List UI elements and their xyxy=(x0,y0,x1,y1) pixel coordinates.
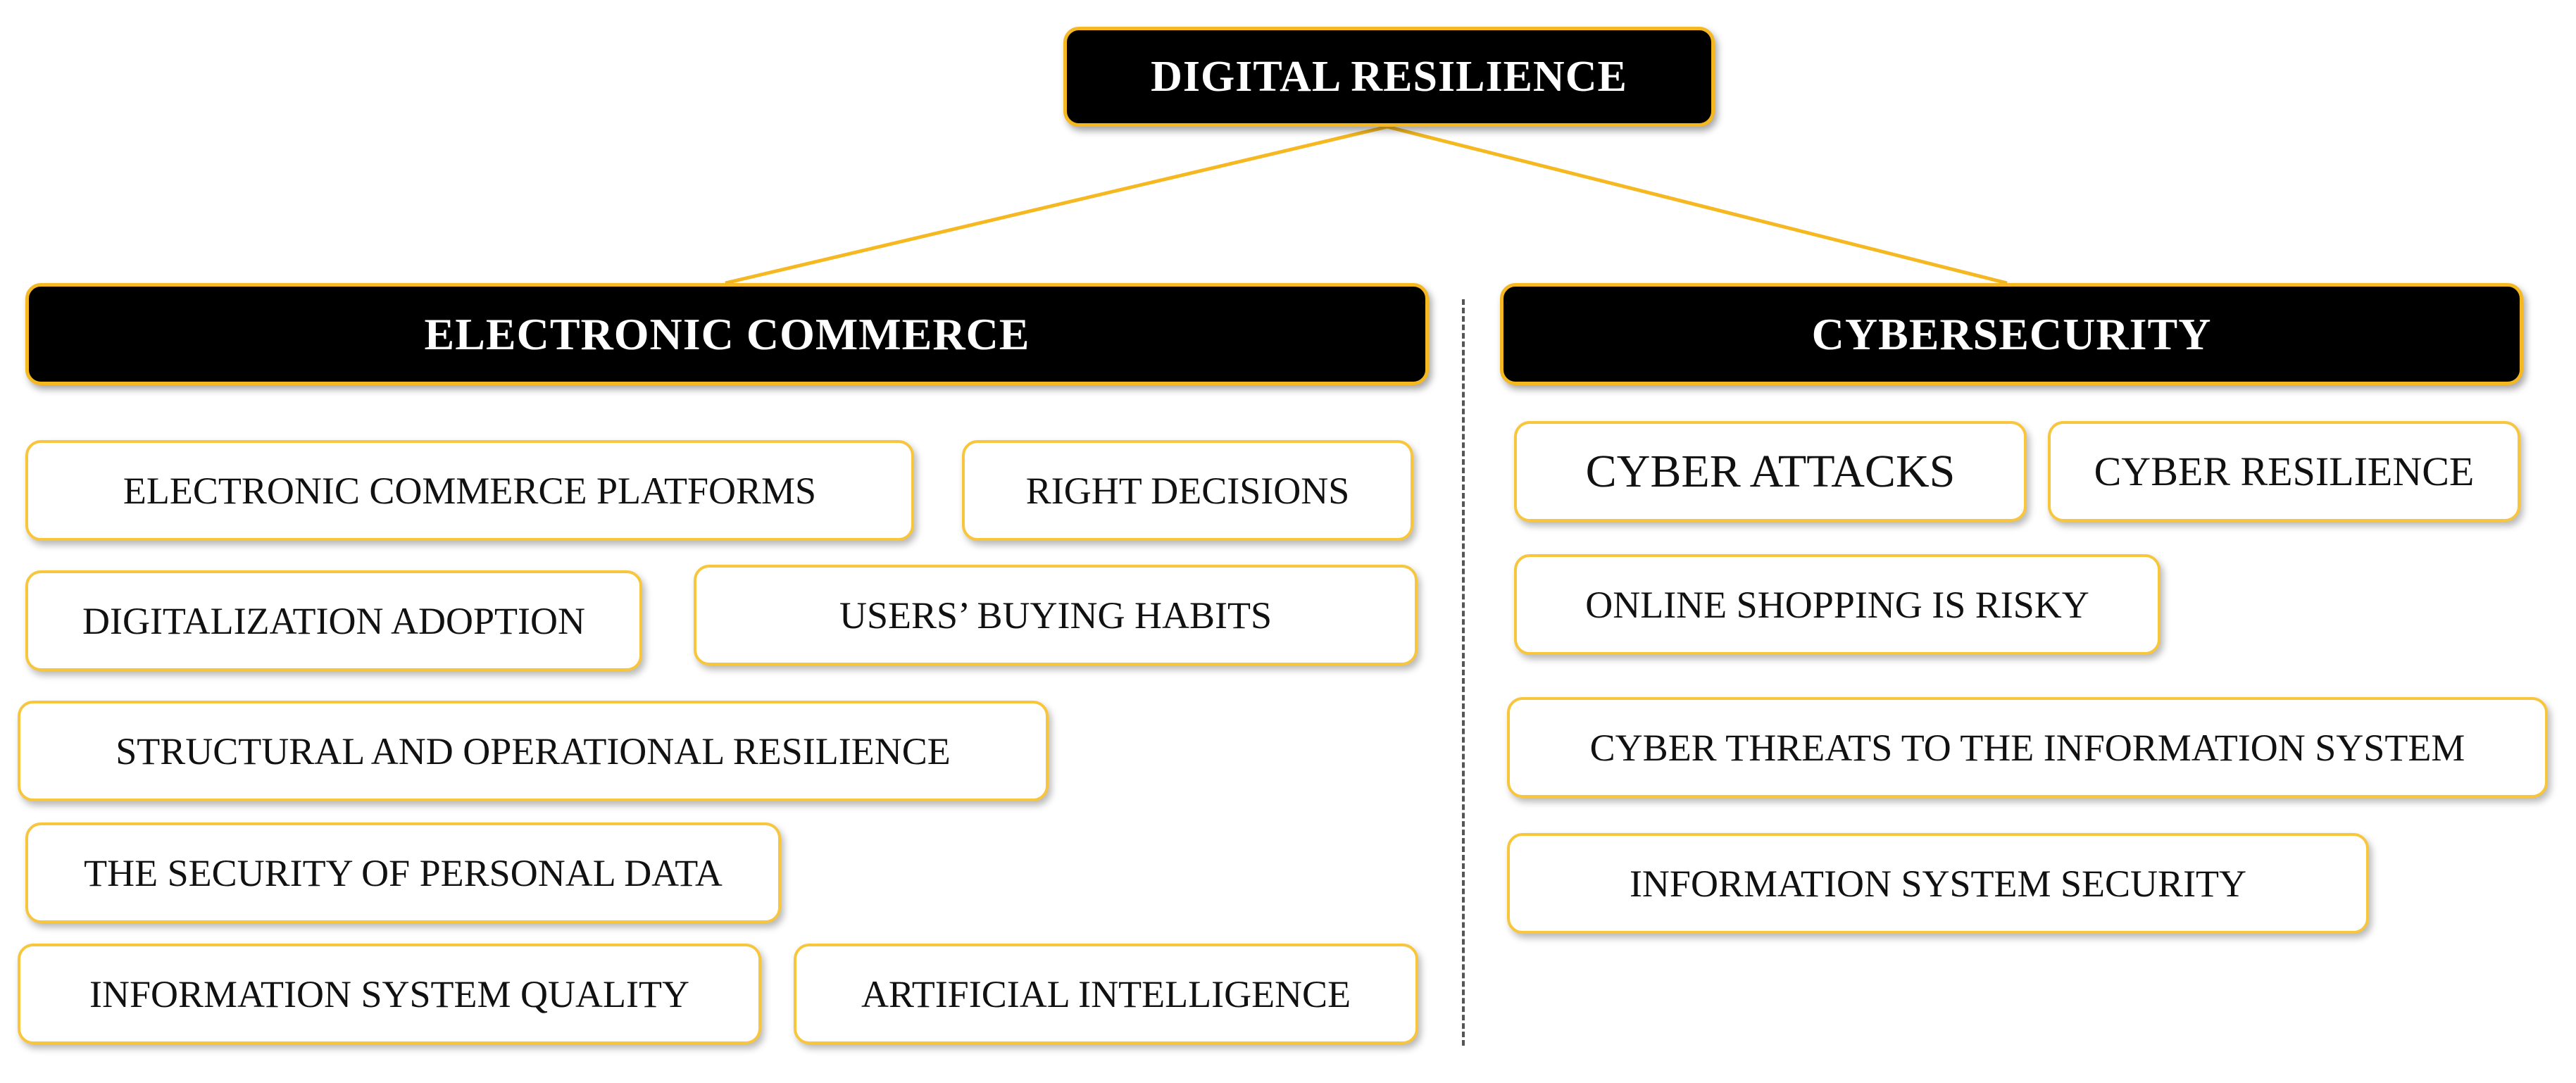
concept-node: USERS’ BUYING HABITS xyxy=(694,565,1418,665)
concept-label: CYBER RESILIENCE xyxy=(2094,449,2475,494)
concept-label: CYBER ATTACKS xyxy=(1585,445,1956,497)
concept-node: RIGHT DECISIONS xyxy=(962,440,1413,541)
concept-node: THE SECURITY OF PERSONAL DATA xyxy=(25,822,781,923)
concept-node: STRUCTURAL AND OPERATIONAL RESILIENCE xyxy=(18,701,1049,801)
concept-label: INFORMATION SYSTEM SECURITY xyxy=(1629,862,2247,905)
concept-label: RIGHT DECISIONS xyxy=(1025,469,1350,512)
root-node: DIGITAL RESILIENCE xyxy=(1063,27,1715,127)
branch-ecommerce: ELECTRONIC COMMERCE xyxy=(25,283,1429,385)
concept-label: DIGITALIZATION ADOPTION xyxy=(82,599,586,642)
concept-label: USERS’ BUYING HABITS xyxy=(839,594,1273,637)
concept-node: DIGITALIZATION ADOPTION xyxy=(25,570,642,671)
branch-cybersecurity-label: CYBERSECURITY xyxy=(1811,308,2212,359)
concept-node: CYBER ATTACKS xyxy=(1514,421,2027,522)
branch-ecommerce-label: ELECTRONIC COMMERCE xyxy=(424,308,1030,359)
concept-node: ONLINE SHOPPING IS RISKY xyxy=(1514,554,2161,655)
concept-node: ELECTRONIC COMMERCE PLATFORMS xyxy=(25,440,914,541)
concept-node: INFORMATION SYSTEM QUALITY xyxy=(18,944,761,1044)
concept-node: CYBER THREATS TO THE INFORMATION SYSTEM xyxy=(1507,697,2548,798)
concept-node: CYBER RESILIENCE xyxy=(2048,421,2520,522)
concept-node: INFORMATION SYSTEM SECURITY xyxy=(1507,833,2369,934)
concept-label: CYBER THREATS TO THE INFORMATION SYSTEM xyxy=(1589,726,2465,769)
branch-divider xyxy=(1462,299,1465,1046)
connector-root-to-ecommerce xyxy=(725,125,1388,285)
concept-node: ARTIFICIAL INTELLIGENCE xyxy=(794,944,1418,1044)
concept-label: ARTIFICIAL INTELLIGENCE xyxy=(861,972,1351,1015)
connector-root-to-cybersecurity xyxy=(1387,125,2008,285)
concept-label: ONLINE SHOPPING IS RISKY xyxy=(1585,583,2089,626)
branch-cybersecurity: CYBERSECURITY xyxy=(1500,283,2523,385)
concept-label: THE SECURITY OF PERSONAL DATA xyxy=(84,851,723,894)
root-node-label: DIGITAL RESILIENCE xyxy=(1151,52,1627,101)
concept-label: INFORMATION SYSTEM QUALITY xyxy=(89,972,689,1015)
concept-label: ELECTRONIC COMMERCE PLATFORMS xyxy=(123,469,817,512)
concept-label: STRUCTURAL AND OPERATIONAL RESILIENCE xyxy=(115,730,951,772)
